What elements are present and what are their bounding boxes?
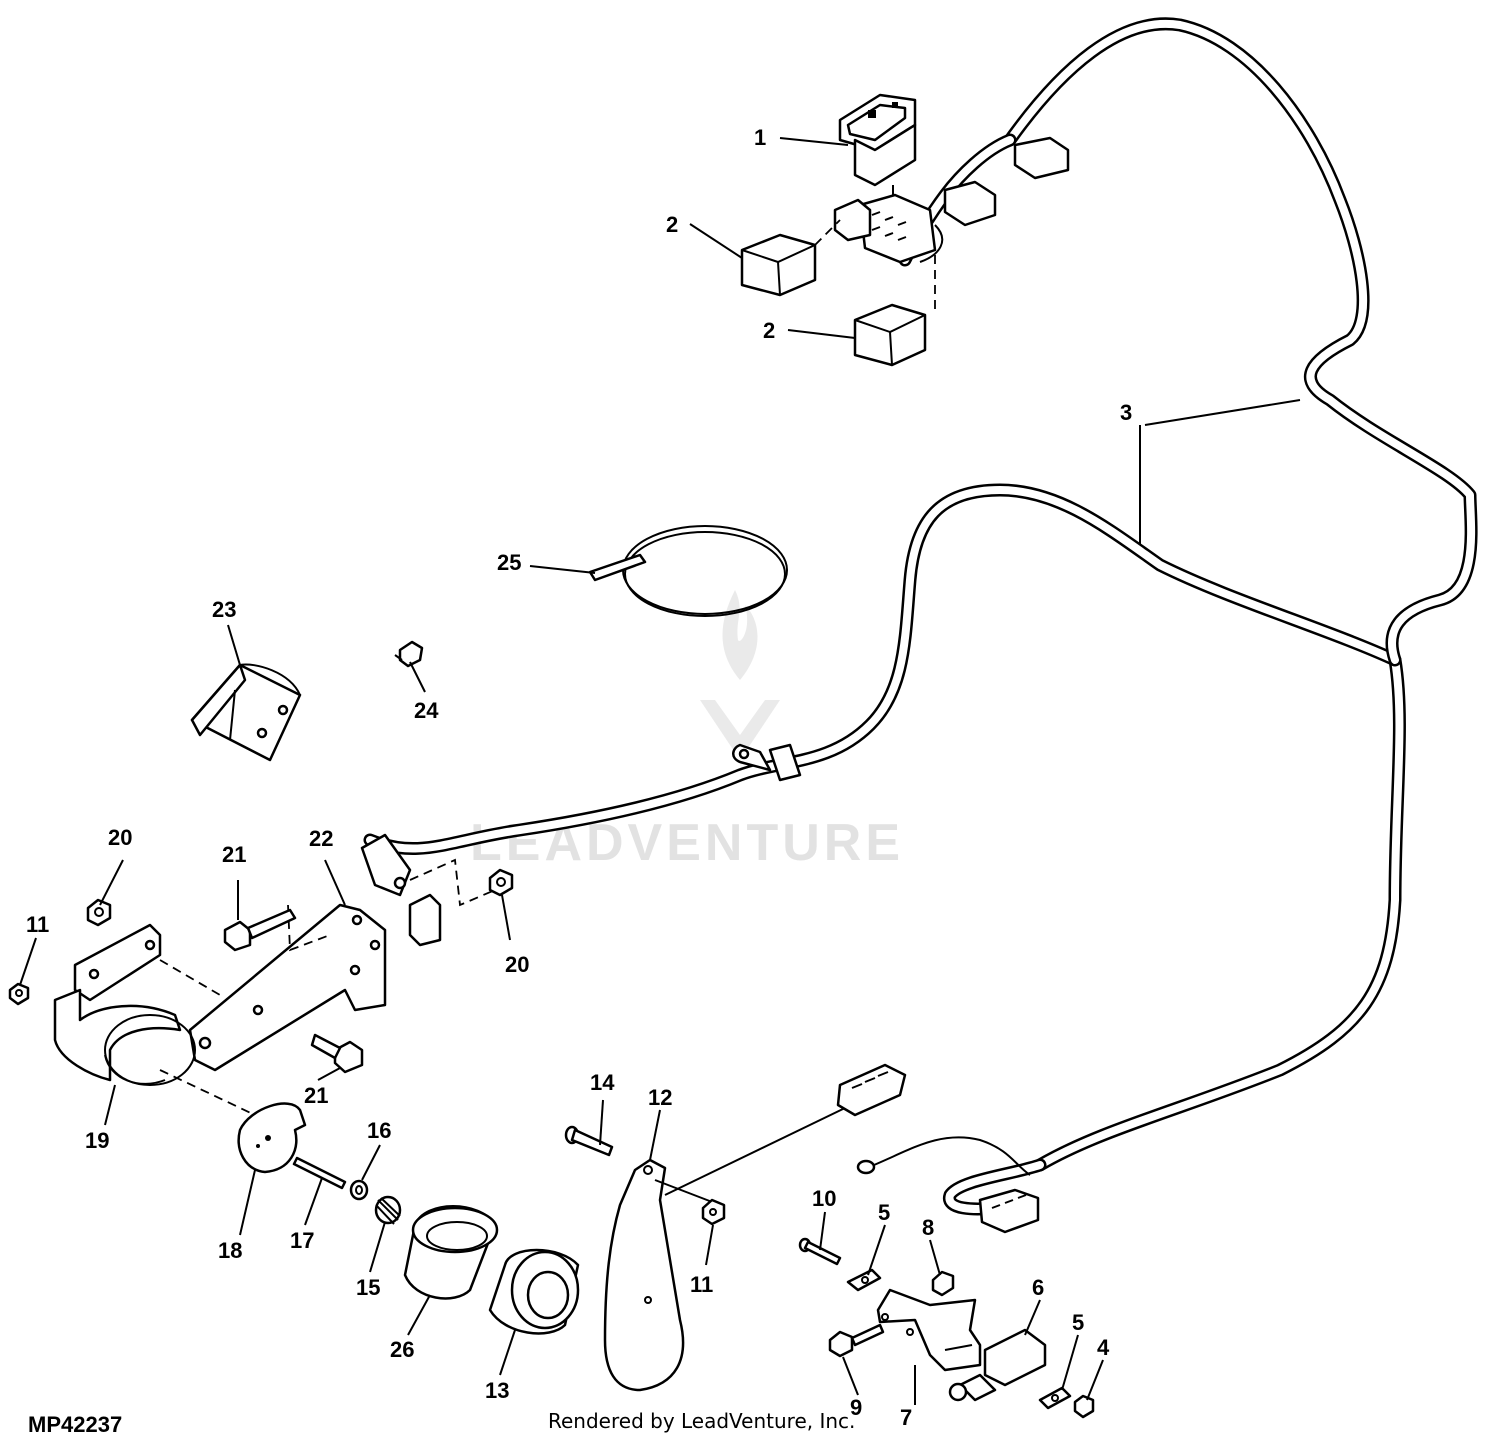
- bolt-21-upper: [223, 908, 297, 952]
- hex-nut-20-left: [86, 898, 112, 927]
- disc-plate: [237, 1102, 307, 1174]
- pin-bolt: [564, 1125, 614, 1157]
- sleeve: [403, 1205, 499, 1300]
- callout-18: 18: [218, 1238, 242, 1263]
- callout-14: 14: [590, 1070, 615, 1095]
- clamp-bracket: [53, 923, 256, 1116]
- callout-17: 17: [290, 1228, 314, 1253]
- callout-15: 15: [356, 1275, 380, 1300]
- callout-20-right: 20: [505, 952, 529, 977]
- rocker-switch: [838, 93, 917, 200]
- callout-labels: 1 2 2 3 4 5 5 6 7 8 9 10 11 11 12 13 14 …: [26, 125, 1132, 1430]
- bolt-9: [828, 1323, 885, 1358]
- plate-5-upper: [846, 1268, 882, 1292]
- callout-8: 8: [922, 1215, 934, 1240]
- callout-12: 12: [648, 1085, 672, 1110]
- relay-lower: [853, 255, 936, 367]
- callout-11-right: 11: [690, 1272, 713, 1297]
- callout-21-lower: 21: [304, 1083, 328, 1108]
- nut-4: [1073, 1394, 1095, 1419]
- callout-2-upper: 2: [666, 212, 678, 237]
- callout-9: 9: [850, 1395, 862, 1420]
- diagram-code: MP42237: [28, 1412, 122, 1437]
- hex-nut-11-left: [8, 982, 30, 1006]
- callout-10: 10: [812, 1186, 836, 1211]
- callout-19: 19: [85, 1128, 109, 1153]
- ground-terminal: [856, 1136, 1040, 1234]
- hex-nut-20-right: [488, 868, 514, 897]
- pedal-arm: [603, 1107, 846, 1392]
- callout-21-upper: 21: [222, 842, 246, 867]
- callout-6: 6: [1032, 1275, 1044, 1300]
- leader-lines: [19, 137, 1301, 1405]
- screw-10: [798, 1237, 842, 1266]
- roller: [488, 1248, 580, 1335]
- callout-5-lower: 5: [1072, 1310, 1084, 1335]
- cable-tie: [588, 525, 788, 617]
- relay-socket: [833, 136, 1070, 264]
- fuse: [394, 640, 424, 668]
- pedal-connector: [836, 1063, 907, 1117]
- spring: [374, 1195, 402, 1225]
- callout-16: 16: [367, 1118, 391, 1143]
- switch-bracket: [876, 1288, 982, 1372]
- mount-bracket: [188, 833, 496, 1072]
- washer: [349, 1179, 369, 1201]
- nut-8: [931, 1270, 955, 1297]
- callout-25: 25: [497, 550, 521, 575]
- callout-11-left: 11: [26, 912, 49, 937]
- callout-22: 22: [309, 826, 333, 851]
- plate-5-lower: [1038, 1386, 1072, 1410]
- callout-7: 7: [900, 1405, 912, 1430]
- cover-block: [190, 663, 302, 762]
- callout-1: 1: [754, 125, 766, 150]
- callout-24: 24: [414, 698, 439, 723]
- callout-26: 26: [390, 1337, 414, 1362]
- pin: [292, 1156, 347, 1190]
- plunger-switch: [948, 1328, 1047, 1402]
- relay-upper: [740, 219, 841, 297]
- bolt-21-lower: [310, 1033, 364, 1074]
- callout-4: 4: [1097, 1335, 1110, 1360]
- footer-credit: Rendered by LeadVenture, Inc.: [548, 1409, 855, 1433]
- wire-harness: [363, 17, 1478, 1216]
- callout-13: 13: [485, 1378, 509, 1403]
- callout-5-upper: 5: [878, 1200, 890, 1225]
- callout-23: 23: [212, 597, 236, 622]
- callout-2-lower: 2: [763, 318, 775, 343]
- callout-20-left: 20: [108, 825, 132, 850]
- callout-3: 3: [1120, 400, 1132, 425]
- hex-nut-11-right: [701, 1198, 726, 1226]
